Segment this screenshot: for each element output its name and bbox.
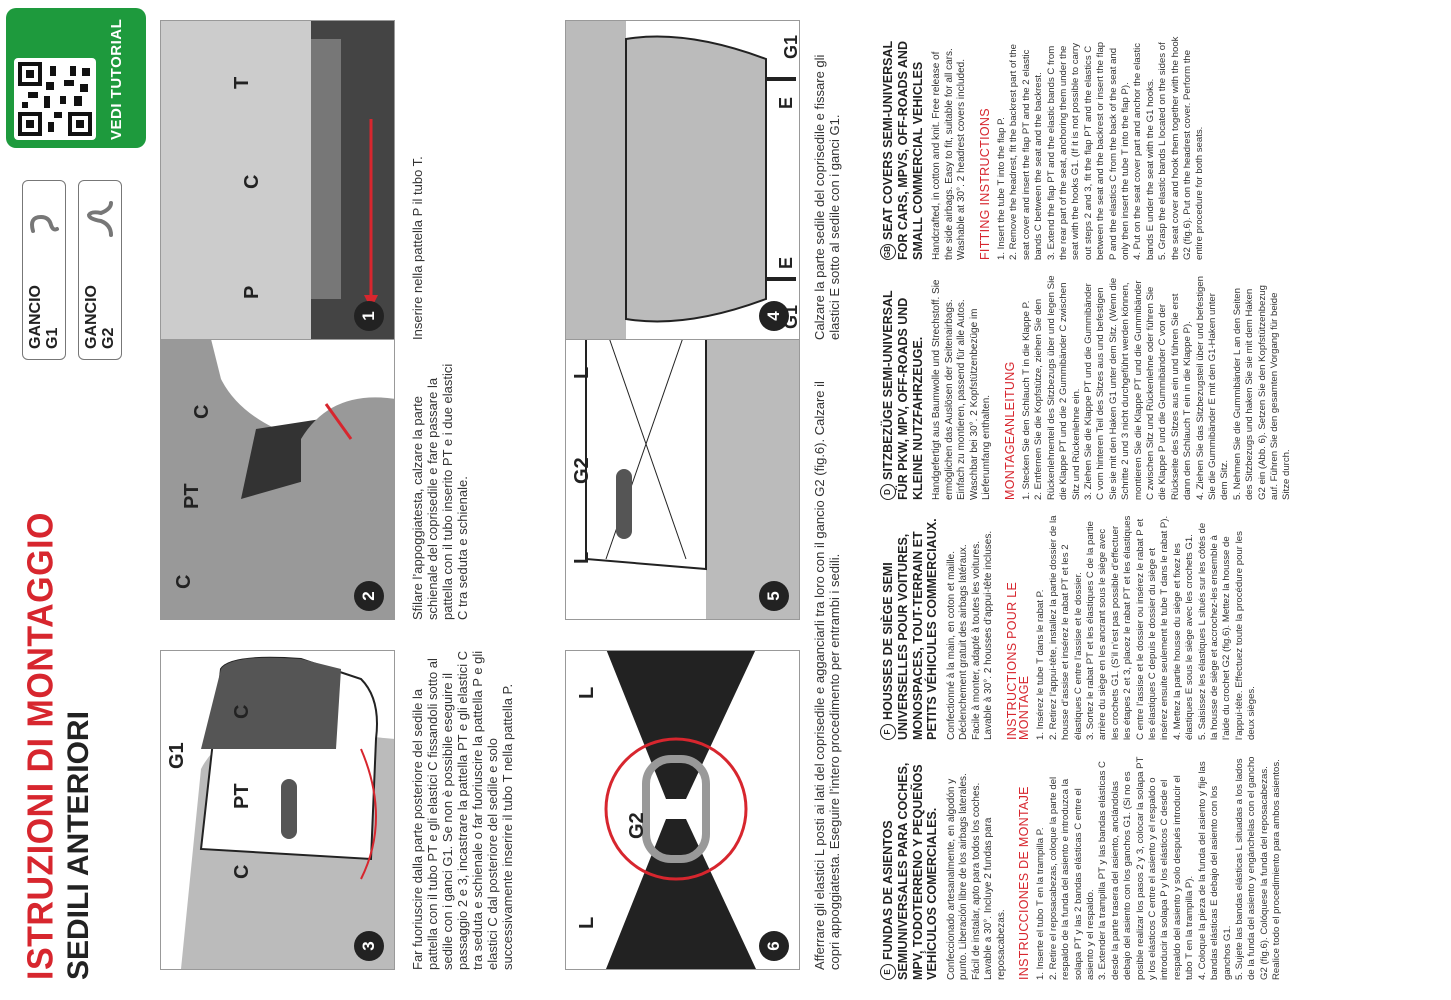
list-item: 1. Insert the tube T into the flap P. (995, 117, 1007, 260)
lang-fr-heading: INSTRUCTIONS POUR LE MONTAGE (1004, 581, 1031, 740)
list-item: 2. Retirez l’appui-tête, installez la pa… (1047, 515, 1084, 740)
step-6-label-l: L (576, 916, 598, 929)
lang-fr-title: FHOUSSES DE SIÈGE SEMI UNIVERSELLES POUR… (880, 518, 939, 740)
list-item: 2. Retire el reposacabezas, coloque la p… (1047, 776, 1097, 980)
step-4-label-e2: E (776, 96, 796, 109)
step-3-number: 3 (354, 931, 384, 961)
step-1-number: 1 (354, 301, 384, 331)
lang-fr-intro: Confectionné à la main, en coton et mail… (945, 530, 995, 740)
list-item: 3. Sortez le rabat PT et les élastiques … (1084, 515, 1171, 740)
qr-code-icon (14, 58, 96, 140)
step-2-caption: Sfilare l’appoggiatesta, calzare la part… (410, 363, 470, 620)
step-1-label-p: P (241, 285, 263, 299)
list-item: 3. Extend the flap PT and the elastic ba… (1045, 41, 1131, 260)
lang-gb-heading: FITTING INSTRUCTIONS (977, 108, 992, 260)
hook-g1-icon (30, 214, 59, 233)
list-item: 3. Ziehen Sie die Klappe PT und die Gumm… (1082, 277, 1194, 500)
step-panel-4: 4 G1 E E G1 (565, 20, 800, 340)
step-panel-2: 2 C PT C (160, 300, 395, 620)
step-panel-3: 3 C PT C G1 (160, 650, 395, 970)
hook-g1-label: GANCIO G1 (27, 285, 61, 349)
step-panel-5: 5 L G2 L (565, 300, 800, 620)
hook-g2-icon (86, 201, 113, 237)
step-2-number: 2 (354, 581, 384, 611)
lang-de-title: DSITZBEZÜGE SEMI-UNIVERSAL FÜR PKW, MPV,… (880, 290, 925, 500)
list-item: 4. Coloque la pieza de la funda del asie… (1196, 761, 1233, 980)
step-5-label-l2: L (571, 366, 593, 379)
tutorial-label[interactable]: VEDI TUTORIAL (108, 18, 125, 140)
step-4-label-g1b: G1 (781, 34, 800, 59)
step-2-label-pt: PT (181, 483, 203, 509)
step-6-label-l2: L (576, 686, 598, 699)
list-item: 1. Stecken Sie den Schlauch T in die Kla… (1020, 300, 1032, 500)
lang-column-de: DSITZBEZÜGE SEMI-UNIVERSAL FÜR PKW, MPV,… (880, 275, 1294, 500)
step-3-illustration (181, 656, 395, 969)
hook-g1-legend: GANCIO G1 (22, 180, 66, 360)
step-panel-6: 6 L G2 L (565, 650, 800, 970)
hook-g2-label: GANCIO G2 (83, 285, 117, 349)
step-6-number: 6 (759, 931, 789, 961)
step-2-illustration (161, 300, 395, 619)
lang-gb-code: GB (880, 244, 896, 260)
step-4-label-g1: G1 (781, 304, 800, 329)
list-item: 3. Extender la trampilla PT y las bandas… (1097, 756, 1196, 980)
lang-es-title: EFUNDAS DE ASIENTOS SEMIUNIVERSALES PARA… (880, 762, 939, 980)
step-5-label-l: L (571, 551, 593, 564)
lang-es-heading: INSTRUCCIONES DE MONTAJE (1017, 786, 1031, 980)
step-5-caption: Afferrare gli elastici L posti ai lati d… (812, 381, 842, 970)
list-item: 4. Ziehen Sie das Sitzbezugsteil über un… (1194, 275, 1231, 500)
step-4-illustration (566, 20, 796, 339)
list-item: 5. Saisissez les élastiques L situés sur… (1196, 522, 1258, 740)
lang-es-code: E (880, 964, 896, 980)
step-panel-1: 1 P C T (160, 20, 395, 340)
lang-column-fr: FHOUSSES DE SIÈGE SEMI UNIVERSELLES POUR… (880, 515, 1259, 740)
step-5-illustration (585, 300, 800, 619)
list-item: 1. Insérez le tube T dans le rabat P. (1035, 589, 1047, 740)
lang-de-intro: Handgefertigt aus Baumwolle und Strechst… (931, 279, 992, 501)
list-item: 5. Nehmen Sie die Gummibänder L an den S… (1231, 285, 1293, 500)
step-1-label-t: T (231, 76, 253, 89)
tutorial-qr[interactable]: VEDI TUTORIAL (6, 8, 146, 148)
list-item: 1. Inserte el tubo T en la trampilla P. (1035, 827, 1047, 980)
step-3-label-g1: G1 (166, 742, 188, 769)
step-5-label-g2: G2 (571, 457, 593, 484)
step-2-label-c: C (173, 574, 195, 589)
step-2-label-c2: C (191, 404, 213, 419)
step-5-number: 5 (759, 581, 789, 611)
list-item: 2. Remove the headrest, fit the backrest… (1008, 44, 1045, 260)
list-item: 2. Entfernen Sie die Kopfstütze, ziehen … (1033, 275, 1082, 500)
lang-es-intro: Confeccionado artesanalmente, en algodón… (945, 773, 1007, 980)
step-6-label-g2: G2 (626, 812, 648, 839)
step-3-caption: Far fuoriuscire dalla parte posteriore d… (410, 650, 515, 970)
step-3-label-pt: PT (231, 783, 253, 809)
list-item: 4. Mettez la partie housse du siège et f… (1171, 534, 1196, 740)
step-6-illustration (604, 650, 756, 969)
lang-gb-intro: Handcrafted, in cotton and knit. Free re… (931, 48, 967, 260)
step-4-label-e: E (776, 256, 796, 269)
page-subtitle: SEDILI ANTERIORI (62, 711, 95, 980)
lang-de-steps: 1. Stecken Sie den Schlauch T in die Kla… (1021, 275, 1294, 500)
lang-es-steps: 1. Inserte el tubo T en la trampilla P. … (1035, 755, 1283, 981)
step-3-label-c2: C (231, 704, 253, 719)
lang-fr-code: F (880, 724, 896, 740)
lang-column-es: EFUNDAS DE ASIENTOS SEMIUNIVERSALES PARA… (880, 755, 1284, 980)
step-1-label-c: C (241, 174, 263, 189)
lang-gb-title: GBSEAT COVERS SEMI-UNIVERSAL FOR CARS, M… (880, 41, 925, 260)
step-3-label-c: C (231, 864, 253, 879)
step-4-caption: Calzare la parte sedile del coprisedile … (812, 54, 842, 340)
list-item: 5. Sujete las bandas elásticas L situada… (1233, 756, 1283, 981)
step-1-illustration (161, 20, 395, 339)
lang-fr-steps: 1. Insérez le tube T dans le rabat P. 2.… (1035, 515, 1258, 740)
lang-de-code: D (880, 484, 896, 500)
page-title: ISTRUZIONI DI MONTAGGIO (21, 512, 61, 980)
lang-column-gb: GBSEAT COVERS SEMI-UNIVERSAL FOR CARS, M… (880, 35, 1207, 260)
lang-gb-steps: 1. Insert the tube T into the flap P. 2.… (996, 35, 1207, 260)
lang-de-heading: MONTAGEANLEITUNG (1002, 361, 1017, 500)
list-item: 5. Grasp the elastic bands L located on … (1157, 36, 1206, 260)
list-item: 4. Put on the seat cover part and anchor… (1132, 42, 1156, 260)
hook-g2-legend: GANCIO G2 (78, 180, 122, 360)
step-1-caption: Inserire nella pattella P il tubo T. (410, 156, 425, 340)
